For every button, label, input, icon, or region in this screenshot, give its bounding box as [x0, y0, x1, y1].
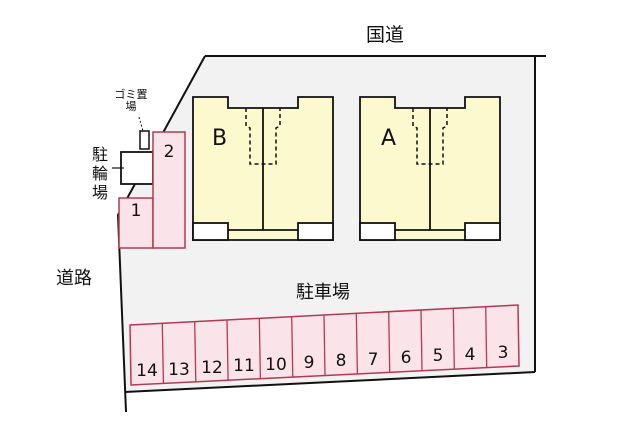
garbage-leader-line	[138, 116, 144, 132]
garbage-area-box	[139, 130, 150, 150]
parking-slot-number: 6	[400, 348, 412, 368]
parking-slot-number: 12	[201, 358, 223, 378]
building-a-shape	[359, 96, 501, 241]
parking-slot-number: 2	[163, 142, 175, 162]
parking-slot-number: 5	[432, 346, 444, 366]
building-b-shape	[192, 96, 334, 241]
bicycle-parking-box	[120, 151, 154, 185]
parking-slot-number: 8	[335, 351, 347, 371]
parking-slot-number: 7	[367, 350, 379, 370]
parking-slot-2	[152, 131, 186, 249]
building-b-label: B	[212, 126, 228, 151]
bottom-boundary	[124, 371, 536, 393]
parking-row-bottom	[129, 304, 520, 386]
parking-slot-number: 3	[497, 343, 509, 363]
parking-slot-number: 1	[130, 201, 142, 221]
side-road-label: 道路	[56, 268, 92, 289]
left-boundary	[116, 55, 206, 413]
national-road-label: 国道	[366, 24, 405, 46]
parking-slot-number: 9	[303, 353, 315, 373]
parking-slot-number: 11	[233, 356, 255, 376]
parking-slot-number: 14	[136, 361, 158, 381]
parking-slot-number: 4	[464, 345, 476, 365]
parking-slot-number: 10	[265, 355, 287, 375]
garbage-area-label: ゴミ置場	[114, 88, 148, 113]
parking-slot-number: 13	[168, 360, 190, 380]
bicycle-parking-label: 駐輪場	[92, 145, 109, 202]
parking-lot-label: 駐車場	[296, 282, 350, 303]
building-a-label: A	[381, 126, 397, 151]
